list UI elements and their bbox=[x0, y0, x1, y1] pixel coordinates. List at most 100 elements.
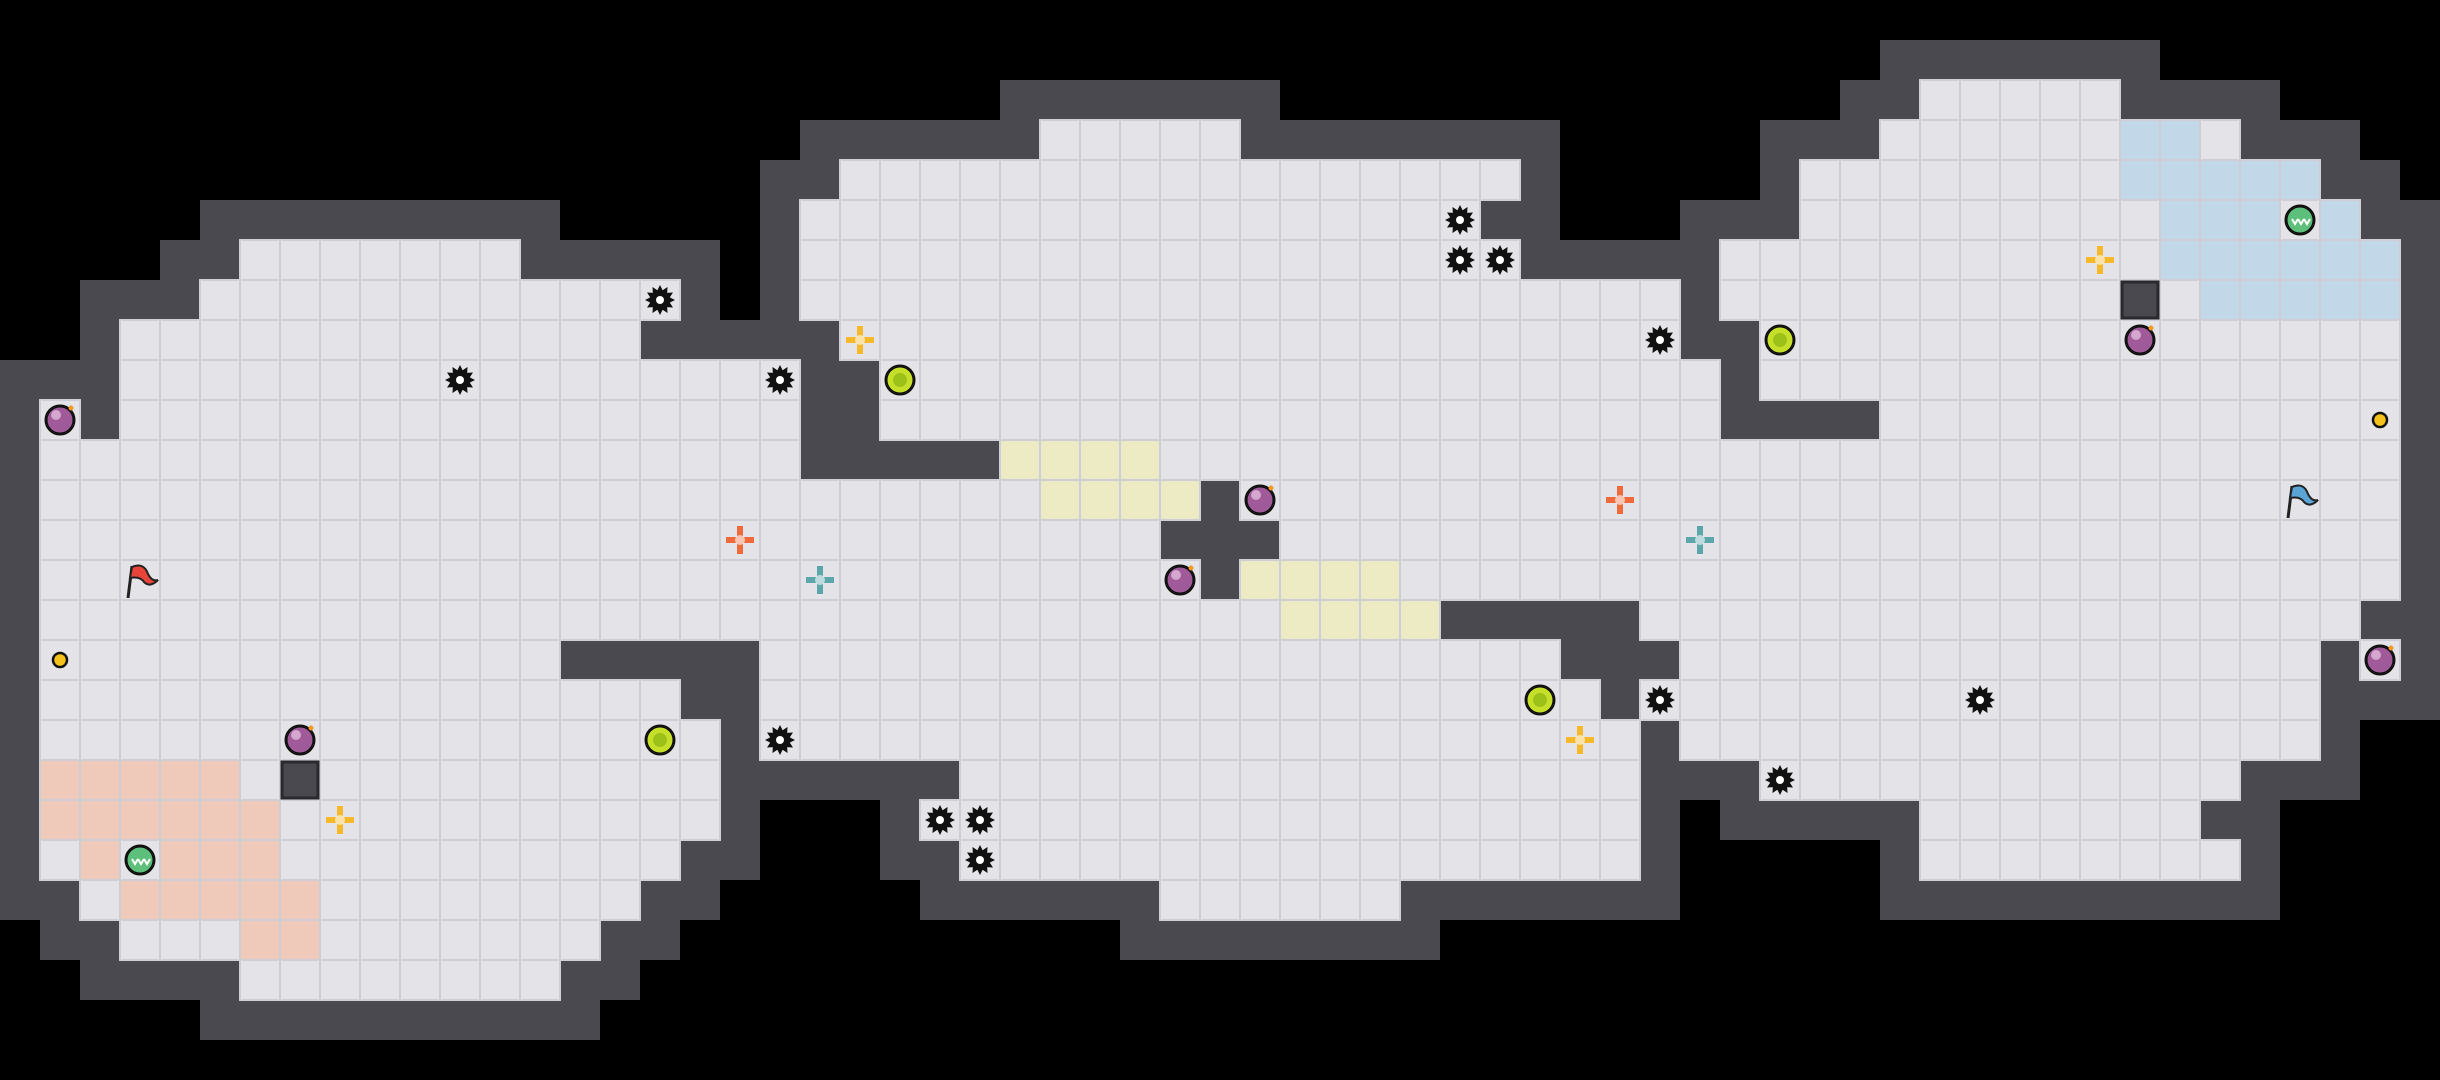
wall-tile bbox=[960, 440, 1000, 480]
floor-tile bbox=[119, 479, 161, 521]
zone-tile-blue bbox=[2239, 159, 2281, 201]
floor-tile bbox=[479, 879, 521, 921]
floor-tile bbox=[1199, 679, 1241, 721]
floor-tile bbox=[1279, 359, 1321, 401]
floor-tile bbox=[559, 439, 601, 481]
floor-tile bbox=[999, 639, 1041, 681]
floor-tile bbox=[1839, 279, 1881, 321]
floor-tile bbox=[519, 959, 561, 1001]
floor-tile bbox=[1679, 679, 1721, 721]
floor-tile bbox=[1399, 239, 1441, 281]
floor-tile bbox=[919, 279, 961, 321]
floor-tile bbox=[319, 439, 361, 481]
wall-tile bbox=[840, 360, 880, 400]
floor-tile bbox=[919, 559, 961, 601]
floor-tile bbox=[719, 359, 761, 401]
floor-tile bbox=[1599, 519, 1641, 561]
floor-tile bbox=[39, 679, 81, 721]
floor-tile bbox=[1519, 759, 1561, 801]
floor-tile bbox=[159, 519, 201, 561]
floor-tile bbox=[159, 359, 201, 401]
floor-tile bbox=[119, 519, 161, 561]
floor-tile bbox=[1159, 239, 1201, 281]
floor-tile bbox=[1319, 359, 1361, 401]
floor-tile bbox=[2039, 599, 2081, 641]
wall-tile bbox=[2080, 880, 2120, 920]
floor-tile bbox=[1279, 399, 1321, 441]
floor-tile bbox=[399, 959, 441, 1001]
floor-tile bbox=[639, 359, 681, 401]
zone-tile-peach bbox=[119, 799, 161, 841]
floor-tile bbox=[1159, 319, 1201, 361]
floor-tile bbox=[1559, 439, 1601, 481]
floor-tile bbox=[1959, 519, 2001, 561]
zone-tile-peach bbox=[239, 799, 281, 841]
floor-tile bbox=[2239, 479, 2281, 521]
wall-tile bbox=[600, 920, 640, 960]
floor-tile bbox=[1159, 159, 1201, 201]
zone-tile-blue bbox=[2319, 279, 2361, 321]
floor-tile bbox=[279, 959, 321, 1001]
floor-tile bbox=[2319, 599, 2361, 641]
wall-tile bbox=[120, 280, 160, 320]
floor-tile bbox=[1519, 479, 1561, 521]
wall-tile bbox=[2280, 120, 2320, 160]
floor-tile bbox=[359, 719, 401, 761]
wall-tile bbox=[1480, 600, 1520, 640]
floor-tile bbox=[319, 559, 361, 601]
zone-tile-yellow bbox=[1359, 599, 1401, 641]
wall-tile bbox=[440, 200, 480, 240]
floor-tile bbox=[2319, 319, 2361, 361]
floor-tile bbox=[1799, 519, 1841, 561]
zone-tile-blue bbox=[2239, 239, 2281, 281]
floor-tile bbox=[1439, 679, 1481, 721]
wall-tile bbox=[2240, 80, 2280, 120]
floor-tile bbox=[839, 199, 881, 241]
floor-tile bbox=[239, 639, 281, 681]
wall-tile bbox=[680, 320, 720, 360]
wall-tile bbox=[1880, 800, 1920, 840]
wall-tile bbox=[120, 960, 160, 1000]
floor-tile bbox=[2079, 439, 2121, 481]
floor-tile bbox=[159, 559, 201, 601]
floor-tile bbox=[2079, 839, 2121, 881]
wall-tile bbox=[1200, 520, 1240, 560]
zone-tile-peach bbox=[199, 759, 241, 801]
floor-tile bbox=[319, 359, 361, 401]
floor-tile bbox=[479, 959, 521, 1001]
wall-tile bbox=[1640, 720, 1680, 760]
zone-tile-peach bbox=[199, 879, 241, 921]
floor-tile bbox=[2079, 719, 2121, 761]
floor-tile bbox=[2279, 359, 2321, 401]
floor-tile bbox=[439, 319, 481, 361]
zone-tile-blue bbox=[2199, 279, 2241, 321]
floor-tile bbox=[399, 239, 441, 281]
wall-tile bbox=[720, 840, 760, 880]
floor-tile bbox=[799, 279, 841, 321]
floor-tile bbox=[439, 879, 481, 921]
floor-tile bbox=[679, 759, 721, 801]
floor-tile bbox=[1559, 479, 1601, 521]
floor-tile bbox=[559, 359, 601, 401]
floor-tile bbox=[2199, 319, 2241, 361]
floor-tile bbox=[959, 279, 1001, 321]
wall-tile bbox=[0, 880, 40, 920]
floor-tile bbox=[199, 319, 241, 361]
floor-tile bbox=[319, 239, 361, 281]
floor-tile bbox=[1919, 439, 1961, 481]
floor-tile bbox=[2239, 679, 2281, 721]
floor-tile bbox=[1839, 759, 1881, 801]
floor-tile bbox=[1319, 439, 1361, 481]
floor-tile bbox=[1919, 639, 1961, 681]
floor-tile bbox=[1639, 559, 1681, 601]
floor-tile bbox=[2159, 639, 2201, 681]
floor-tile bbox=[1039, 399, 1081, 441]
floor-tile bbox=[2119, 559, 2161, 601]
floor-tile bbox=[1239, 319, 1281, 361]
floor-tile bbox=[1159, 199, 1201, 241]
floor-tile bbox=[1519, 279, 1561, 321]
floor-tile bbox=[959, 639, 1001, 681]
floor-tile bbox=[1999, 479, 2041, 521]
floor-tile bbox=[919, 679, 961, 721]
floor-tile bbox=[959, 399, 1001, 441]
